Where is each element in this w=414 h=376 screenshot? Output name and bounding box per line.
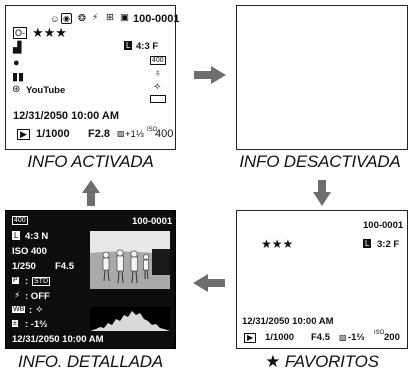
panel-detailed: 400 100-0001 L 4:3 N ISO 400 1/250 F4.5 … (5, 210, 176, 349)
histogram (90, 307, 170, 331)
arrow-right-icon (194, 66, 226, 84)
panel-favorites: 100-0001 ★★★ L 3:2 F 12/31/2050 10:00 AM… (236, 210, 408, 349)
exposure-comp: +1⅓ (125, 129, 144, 140)
wb-auto-icon: ⟡ (36, 304, 43, 315)
iso-badge: 400 (12, 216, 28, 225)
photo-thumbnail (90, 231, 170, 289)
flash-off-icon: ⚡ (92, 12, 99, 22)
gift-icon: ⊞ (106, 12, 114, 23)
image-size-icon: L (124, 41, 133, 50)
iso-icon: ISO (147, 127, 158, 133)
flash-setting: : OFF (25, 291, 50, 302)
face-detect-icon: ☺ (50, 14, 60, 25)
drive-mode-icon: P (12, 277, 19, 284)
caption-text: FAVORITOS (284, 352, 379, 371)
frame-number: 100-0001 (133, 13, 180, 25)
exposure-comp-icon: ± (12, 320, 18, 327)
frame-number: 100-0001 (132, 216, 173, 227)
exposure-comp: : -1⅔ (25, 319, 48, 330)
aperture: F2.8 (88, 128, 111, 140)
datetime: 12/31/2050 10:00 AM (13, 110, 119, 122)
play-icon: ▶ (244, 333, 257, 343)
panel-info-off (236, 5, 408, 150)
image-size-icon: L (12, 231, 21, 240)
redeye-icon: ❂ (78, 13, 86, 24)
eye-icon: ◉ (61, 13, 72, 24)
battery-icon (150, 95, 166, 103)
arrow-left-icon (193, 274, 225, 292)
printer-icon: ▟ (13, 42, 22, 54)
print-order-icon: ▣ (120, 12, 129, 23)
rating-stars: ★★★ (261, 237, 294, 251)
exposure-comp: -1⅔ (348, 332, 365, 343)
drive-mode: : (25, 276, 29, 287)
arrow-up-icon (82, 180, 100, 206)
dynamic-range-icon: ♁ (154, 68, 162, 79)
voice-memo-icon: ● (13, 57, 20, 69)
panel-info-on: ☺ ◉ ❂ ⚡ ⊞ ▣ 100-0001 O‑ ★★★ ▟ ● ▮▮ ⊛ You… (5, 5, 180, 150)
protect-icon: O‑ (13, 27, 27, 39)
youtube-label: YouTube (26, 85, 66, 96)
shutter-speed: 1/250 (12, 261, 36, 272)
flash-icon: ⚡ (14, 290, 21, 300)
film-sim-icon: STD (32, 277, 50, 286)
size-quality: 4:3 N (25, 231, 49, 242)
image-size-icon: L (363, 239, 372, 248)
rating-stars: ★★★ (32, 25, 67, 40)
exposure-comp-icon: ▨ (339, 333, 347, 342)
iso-value: 200 (384, 332, 400, 343)
caption-detailed: INFO. DETALLADA (18, 352, 163, 371)
iso-value: ISO 400 (12, 246, 47, 257)
play-icon: ▶ (17, 129, 30, 140)
caption-info-off: INFO DESACTIVADA (239, 152, 401, 171)
aperture: F4.5 (311, 332, 331, 343)
frame-number: 100-0001 (363, 220, 404, 231)
size-quality: 3:2 F (377, 239, 400, 250)
caption-info-on: INFO ACTIVADA (27, 152, 154, 171)
datetime: 12/31/2050 10:00 AM (242, 316, 334, 327)
shutter-speed: 1/1000 (36, 128, 70, 140)
iso-value: 400 (155, 128, 174, 140)
upload-icon: ⊛ (12, 84, 21, 95)
shutter-speed: 1/1000 (265, 332, 295, 343)
star-icon: ★ (265, 352, 281, 371)
arrow-down-icon (313, 180, 331, 206)
datetime: 12/31/2050 10:00 AM (12, 334, 104, 345)
wb-icon: WB (12, 306, 26, 313)
white-balance: : (29, 305, 33, 316)
photobook-icon: ▮▮ (12, 71, 25, 83)
white-balance-icon: ⟡ (154, 81, 161, 92)
size-quality: 4:3 F (136, 41, 159, 52)
iso-badge: 400 (150, 56, 166, 65)
caption-favorites: ★ FAVORITOS (236, 352, 408, 372)
exposure-comp-icon: ▨ (117, 129, 125, 138)
iso-icon: ISO (374, 330, 385, 336)
aperture: F4.5 (55, 261, 75, 272)
